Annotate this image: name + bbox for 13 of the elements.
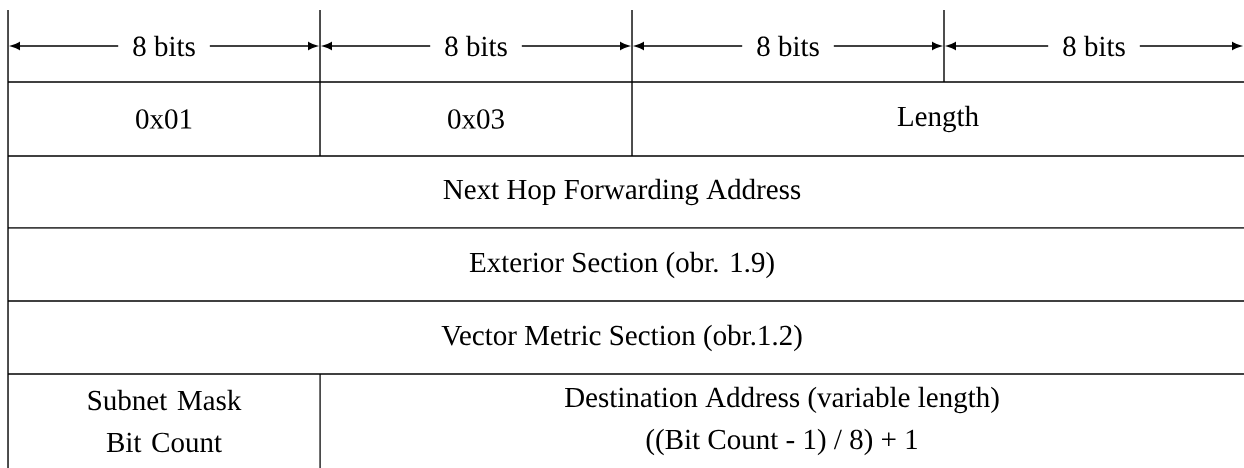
dimension-label: 8 bits (742, 32, 834, 60)
dimension-label: 8 bits (1048, 32, 1140, 60)
field-label: Length (897, 105, 979, 133)
field-label: Subnet Mask Bit Count (88, 389, 242, 453)
field-label: Exterior Section (obr. 1.9) (469, 251, 774, 279)
dimension-label: 8 bits (118, 32, 210, 60)
field-label: 0x01 (136, 109, 192, 129)
field-label: 0x03 (448, 109, 504, 129)
field-label: Vector Metric Section (obr.1.2) (441, 324, 802, 352)
field-label: Destination Address (variable length) (565, 386, 999, 414)
field-label: ((Bit Count - 1) / 8) + 1 (646, 428, 917, 456)
field-label: Next Hop Forwarding Address (443, 178, 801, 206)
dimension-label: 8 bits (430, 32, 522, 60)
